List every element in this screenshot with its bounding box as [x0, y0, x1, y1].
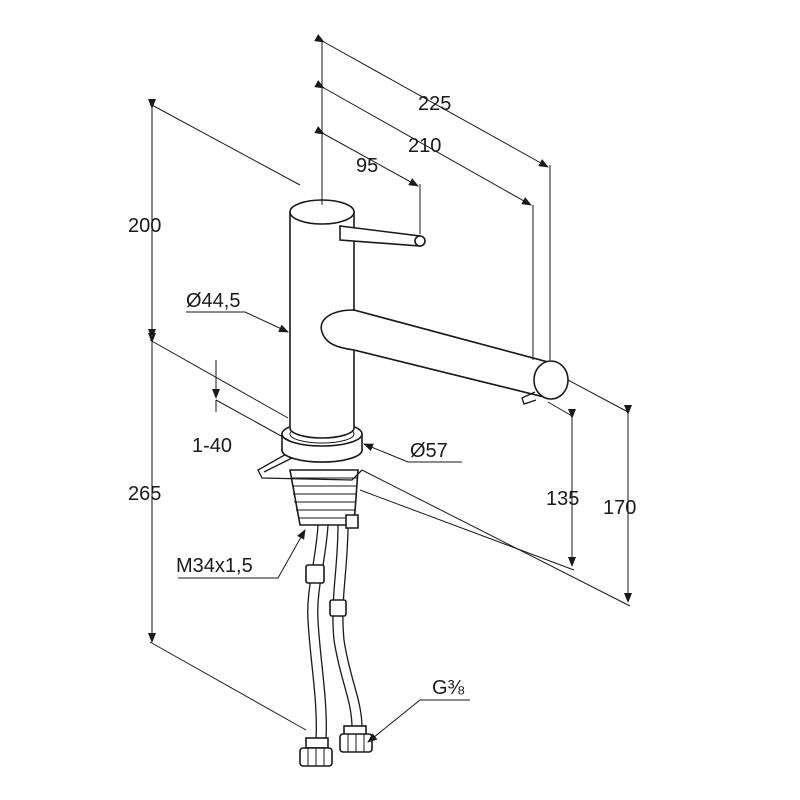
hose-connectors — [299, 725, 373, 767]
faucet-drawing — [257, 199, 569, 767]
supply-hoses — [305, 524, 363, 741]
dim-adjust: 1-40 — [192, 435, 232, 457]
mounting-thread — [289, 469, 359, 529]
dim-95: 95 — [356, 155, 378, 177]
dim-body-diameter: Ø44,5 — [186, 290, 240, 312]
dim-thread: M34x1,5 — [176, 555, 253, 577]
dim-265: 265 — [128, 483, 161, 505]
lever-handle — [339, 225, 426, 247]
dimension-lines — [148, 34, 632, 743]
dim-225: 225 — [418, 93, 451, 115]
dimension-labels: 225 210 95 200 Ø44,5 1-40 Ø57 265 M34x1,… — [128, 93, 636, 699]
dim-connector: G⅜ — [432, 677, 465, 699]
dim-rosette-diameter: Ø57 — [410, 440, 448, 462]
fixing-bracket — [257, 451, 363, 481]
dim-210: 210 — [408, 135, 441, 157]
dim-200: 200 — [128, 215, 161, 237]
spout — [320, 309, 569, 405]
dim-170: 170 — [603, 497, 636, 519]
dim-135: 135 — [546, 488, 579, 510]
